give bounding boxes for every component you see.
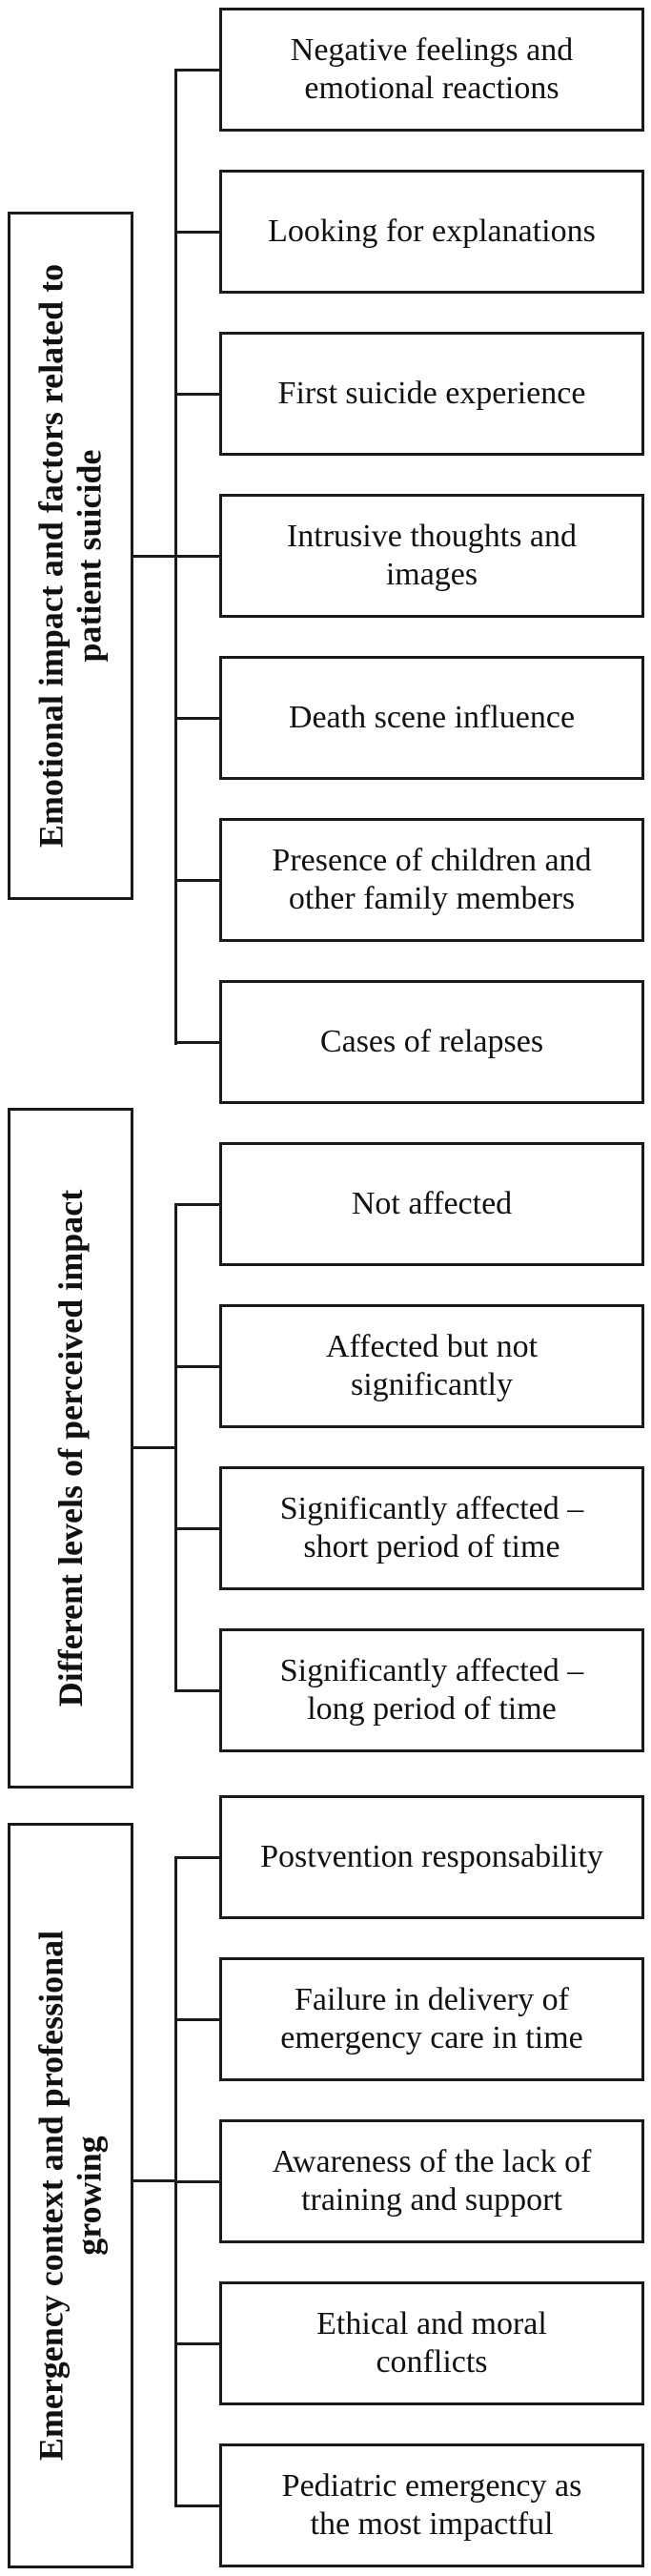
connector-spine	[174, 1203, 177, 1692]
connector-branch	[175, 2018, 219, 2021]
subtheme-box: Not affected	[219, 1142, 644, 1266]
theme-box-perceived-impact: Different levels of perceived impact	[8, 1108, 133, 1789]
subtheme-box: First suicide experience	[219, 332, 644, 456]
connector-branch	[175, 555, 219, 558]
connector-branch	[175, 1527, 219, 1530]
theme-label: Emergency context and professional growi…	[31, 1930, 109, 2462]
connector-branch	[175, 1689, 219, 1692]
subtheme-box: Affected but not significantly	[219, 1304, 644, 1428]
connector-branch	[175, 2504, 219, 2507]
connector-branch	[175, 717, 219, 720]
connector-branch	[175, 879, 219, 882]
subtheme-box: Significantly affected – short period of…	[219, 1466, 644, 1590]
subtheme-box: Death scene influence	[219, 656, 644, 780]
subtheme-box: Awareness of the lack of training and su…	[219, 2119, 644, 2243]
subtheme-box: Failure in delivery of emergency care in…	[219, 1957, 644, 2081]
connector-branch	[175, 393, 219, 396]
connector-h	[133, 2179, 175, 2182]
connector-h	[133, 1446, 175, 1449]
subtheme-box: Ethical and moral conflicts	[219, 2281, 644, 2405]
connector-branch	[175, 1365, 219, 1368]
connector-branch	[175, 1203, 219, 1206]
subtheme-box: Cases of relapses	[219, 980, 644, 1104]
theme-box-emotional-impact: Emotional impact and factors related to …	[8, 212, 133, 900]
subtheme-box: Intrusive thoughts and images	[219, 494, 644, 618]
connector-branch	[175, 1041, 219, 1044]
theme-label: Emotional impact and factors related to …	[31, 263, 109, 848]
connector-branch	[175, 2342, 219, 2345]
theme-box-emergency-context: Emergency context and professional growi…	[8, 1823, 133, 2568]
subtheme-box: Significantly affected – long period of …	[219, 1628, 644, 1752]
connector-branch	[175, 2180, 219, 2183]
connector-branch	[175, 1856, 219, 1859]
subtheme-box: Looking for explanations	[219, 170, 644, 294]
subtheme-box: Presence of children and other family me…	[219, 818, 644, 942]
connector-branch	[175, 69, 219, 72]
connector-h	[133, 555, 175, 558]
subtheme-box: Postvention responsability	[219, 1795, 644, 1919]
connector-branch	[175, 231, 219, 234]
subtheme-box: Negative feelings and emotional reaction…	[219, 8, 644, 132]
subtheme-box: Pediatric emergency as the most impactfu…	[219, 2443, 644, 2567]
theme-label: Different levels of perceived impact	[51, 1189, 90, 1707]
